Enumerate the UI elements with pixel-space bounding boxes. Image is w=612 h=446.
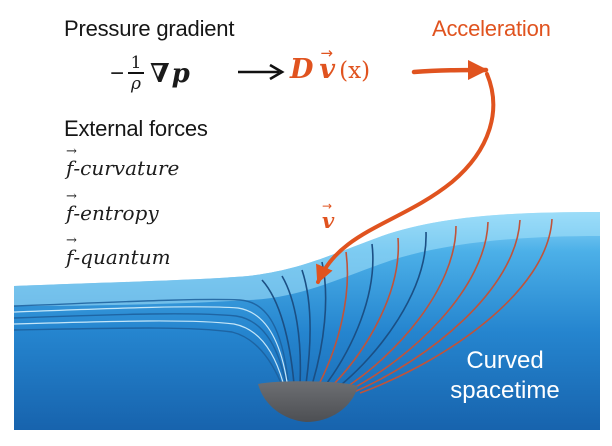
vector-arrow-icon: → xyxy=(322,199,333,213)
curved-spacetime-caption: Curved spacetime xyxy=(440,346,570,406)
surface-highlight xyxy=(14,212,600,306)
minus-sign: − xyxy=(110,60,125,87)
acceleration-arrow xyxy=(411,59,489,81)
force-entropy: f-entropy xyxy=(66,189,159,225)
velocity-arrow xyxy=(316,72,496,284)
force-quantum: f-quantum xyxy=(66,233,171,269)
velocity-letter: v xyxy=(319,54,336,85)
force-symbol: f xyxy=(66,189,78,225)
force-symbol: f xyxy=(66,144,78,180)
pressure-symbol: p xyxy=(171,59,190,89)
caption-line-2: spacetime xyxy=(450,377,560,404)
left-streamlines xyxy=(13,298,289,389)
pressure-gradient-label: Pressure gradient xyxy=(64,16,235,41)
pressure-gradient-equation: − 1 ρ ∇ p xyxy=(110,50,190,98)
force-symbol: f xyxy=(66,233,78,269)
argument-x: (x) xyxy=(339,58,371,84)
force-name: -quantum xyxy=(73,245,171,269)
fraction: 1 ρ xyxy=(128,53,145,94)
fraction-numerator: 1 xyxy=(130,53,142,74)
external-forces-label: External forces xyxy=(64,116,208,141)
gradient-arrow xyxy=(238,63,285,81)
material-derivative: D → v (x) xyxy=(290,44,371,94)
fraction-bar xyxy=(128,72,145,74)
force-curvature: f-curvature xyxy=(66,144,180,180)
velocity-vector: → v xyxy=(319,44,336,85)
derivative-D: D xyxy=(290,54,314,85)
velocity-label: → v xyxy=(322,199,335,233)
caption-line-1: Curved xyxy=(466,347,544,374)
gravity-well xyxy=(258,381,358,422)
light-streamlines xyxy=(13,306,288,387)
acceleration-label: Acceleration xyxy=(432,16,551,41)
force-name: -curvature xyxy=(73,156,180,180)
spacetime-surface xyxy=(14,212,600,430)
vector-arrow-icon: → xyxy=(320,44,333,62)
force-name: -entropy xyxy=(73,201,159,225)
fraction-denominator: ρ xyxy=(131,73,142,94)
nabla-symbol: ∇ xyxy=(150,59,170,89)
velocity-label-letter: v xyxy=(322,208,335,233)
